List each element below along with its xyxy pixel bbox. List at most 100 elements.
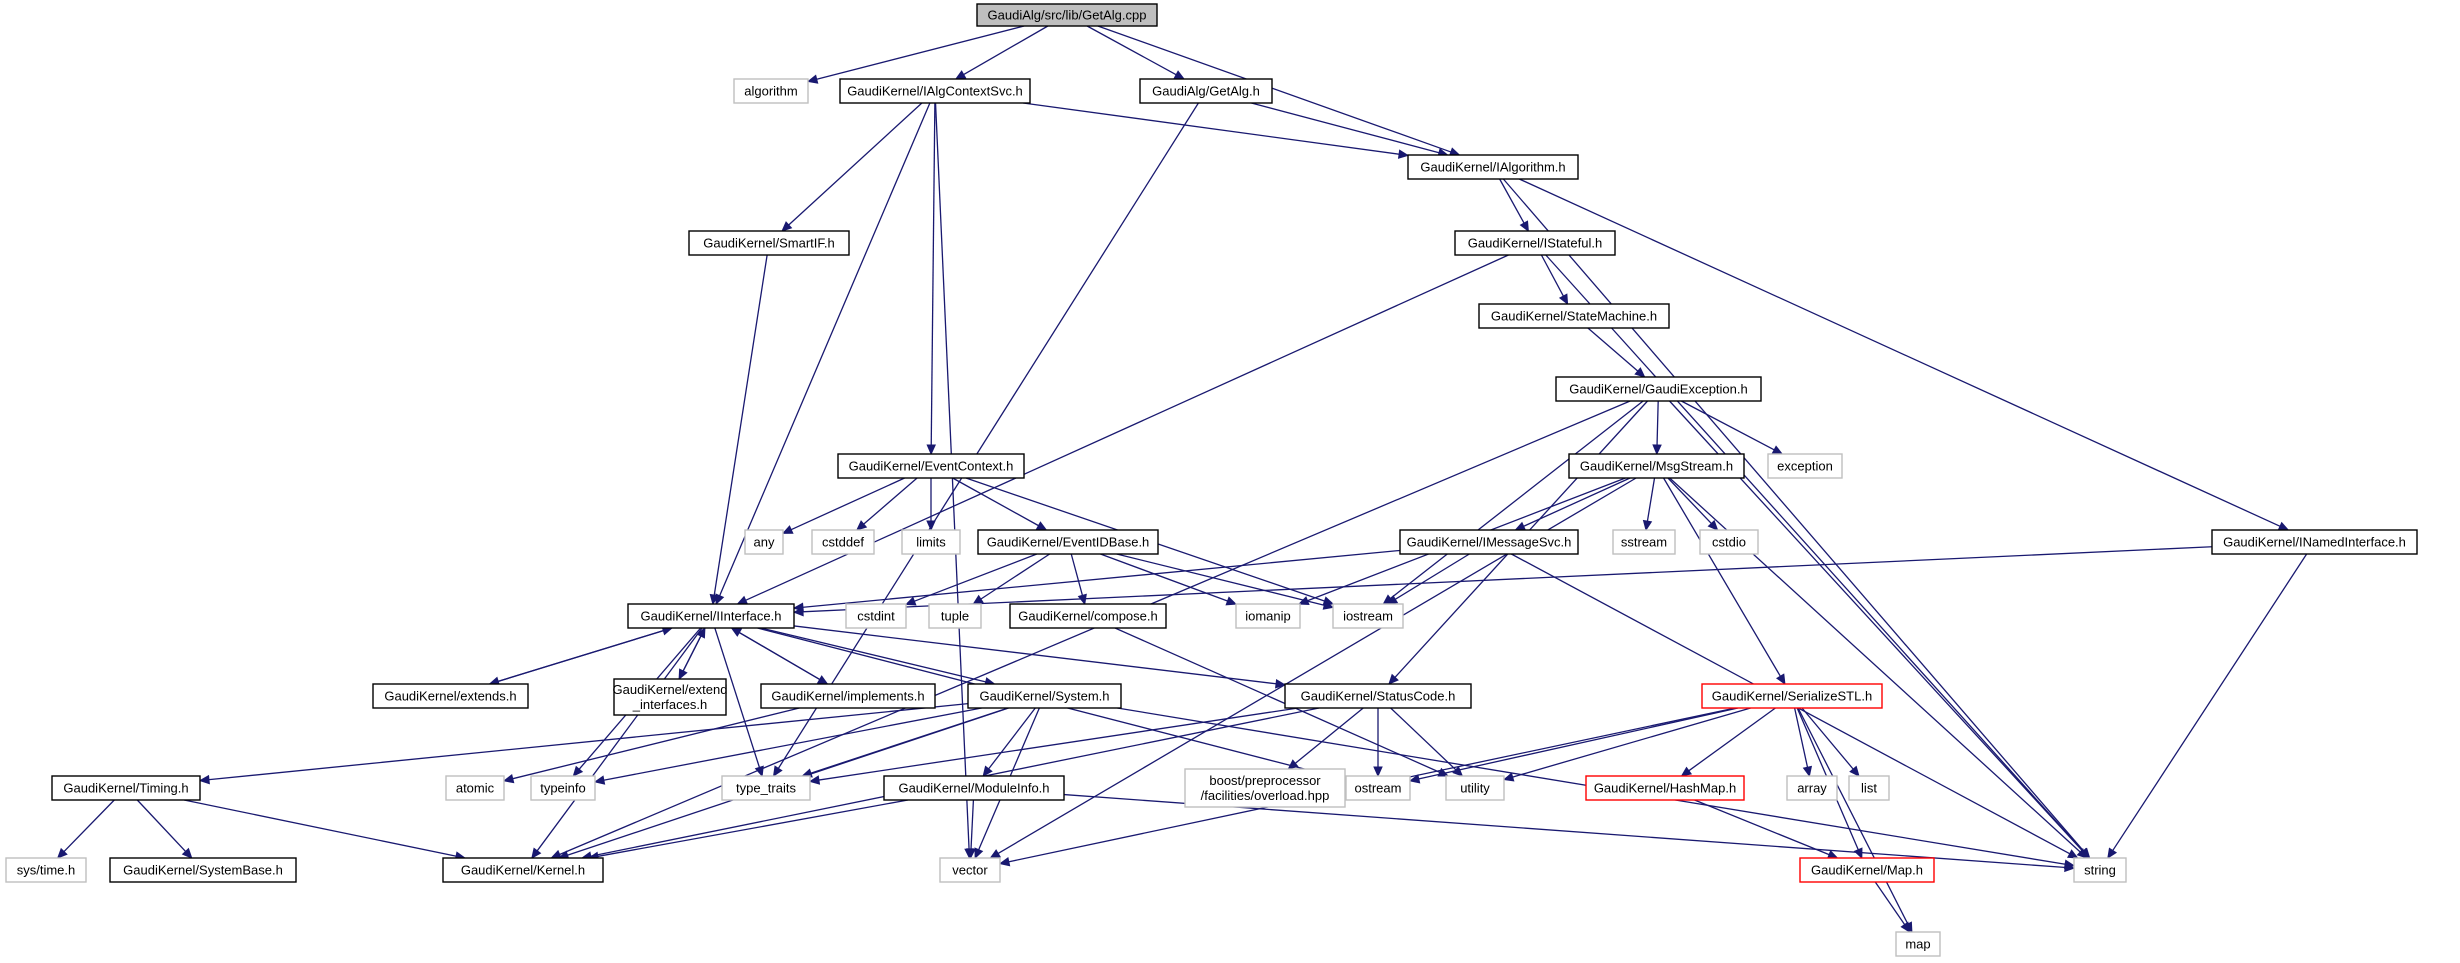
node-box: [5, 857, 87, 883]
edge-IAlgorithm-to-INamedInterface: [1519, 178, 2282, 528]
node-box: [51, 775, 201, 801]
node-label: utility: [1460, 781, 1490, 796]
node-compose[interactable]: GaudiKernel/compose.h: [1009, 603, 1167, 629]
node-box: [1407, 154, 1579, 180]
edge-IAlgContextSvc-to-SmartIF: [787, 102, 923, 227]
arrowhead-SerializeSTL-to-utility: [1502, 772, 1515, 782]
node-tuple: tuple: [928, 603, 982, 629]
node-System[interactable]: GaudiKernel/System.h: [967, 683, 1122, 709]
edge-root-to-GetAlg: [1086, 25, 1178, 76]
node-ostream: ostream: [1345, 775, 1411, 801]
node-GetAlg[interactable]: GaudiAlg/GetAlg.h: [1139, 78, 1273, 104]
node-utility: utility: [1445, 775, 1505, 801]
edge-IMessageSvc-to-iostream: [1394, 553, 1470, 601]
node-box: [627, 603, 795, 629]
node-MsgStream[interactable]: GaudiKernel/MsgStream.h: [1568, 453, 1745, 479]
node-label: tuple: [941, 609, 969, 624]
arrowhead-System-to-vector: [974, 847, 984, 860]
node-box: [976, 3, 1158, 27]
node-GaudiException[interactable]: GaudiKernel/GaudiException.h: [1555, 376, 1762, 402]
edge-IStateful-to-string: [1545, 254, 2085, 853]
node-box: [1568, 453, 1745, 479]
node-exception: exception: [1767, 453, 1843, 479]
arrowhead-IInterface-to-StatusCode: [1274, 678, 1287, 689]
edge-GaudiException-to-iostream: [1389, 400, 1644, 600]
arrowhead-MsgStream-to-cstdio: [1707, 519, 1719, 531]
node-IAlgContextSvc[interactable]: GaudiKernel/IAlgContextSvc.h: [839, 78, 1031, 104]
node-algorithm: algorithm: [733, 78, 809, 104]
node-label: any: [754, 535, 775, 550]
arrowhead-root-to-IAlgContextSvc: [954, 70, 967, 80]
edge-System-to-Timing: [207, 703, 969, 781]
node-extend_interfaces[interactable]: GaudiKernel/extend_interfaces.h: [613, 678, 728, 716]
edge-Timing-to-SystemBase: [136, 799, 187, 853]
node-SerializeSTL[interactable]: GaudiKernel/SerializeSTL.h: [1701, 683, 1883, 709]
node-label: GaudiKernel/compose.h: [1018, 609, 1157, 624]
node-label: GaudiKernel/StatusCode.h: [1301, 689, 1456, 704]
node-label: GaudiKernel/extend: [613, 682, 728, 697]
node-box: [744, 529, 784, 555]
arrowhead-StatusCode-to-ostream: [1373, 766, 1383, 778]
node-type_traits: type_traits: [721, 775, 811, 801]
node-label: GaudiAlg/GetAlg.h: [1152, 84, 1260, 99]
node-IMessageSvc[interactable]: GaudiKernel/IMessageSvc.h: [1399, 529, 1579, 555]
node-Timing[interactable]: GaudiKernel/Timing.h: [51, 775, 201, 801]
arrowhead-EventContext-to-EventIDBase: [1035, 521, 1048, 531]
node-map: map: [1895, 931, 1941, 957]
edge-Timing-to-systime: [62, 799, 115, 853]
node-string: string: [2073, 857, 2127, 883]
node-label: GaudiKernel/implements.h: [771, 689, 924, 704]
edge-Map-to-map: [1874, 881, 1906, 926]
node-label: boost/preprocessor: [1209, 773, 1321, 788]
edge-IInterface-to-type_traits: [714, 627, 761, 769]
node-IInterface[interactable]: GaudiKernel/IInterface.h: [627, 603, 795, 629]
arrowhead-EventIDBase-to-tuple: [972, 594, 984, 605]
arrowhead-MsgStream-to-vector: [989, 849, 1001, 859]
edge-GetAlg-to-type_traits: [777, 102, 1199, 770]
node-box: [530, 775, 596, 801]
edge-IAlgContextSvc-to-EventContext: [930, 102, 936, 447]
edge-SerializeSTL-to-array: [1793, 707, 1809, 769]
node-box: [1786, 775, 1838, 801]
node-box: [837, 453, 1025, 479]
node-IStateful[interactable]: GaudiKernel/IStateful.h: [1454, 230, 1616, 256]
node-EventContext[interactable]: GaudiKernel/EventContext.h: [837, 453, 1025, 479]
node-SystemBase[interactable]: GaudiKernel/SystemBase.h: [109, 857, 297, 883]
node-box: [2211, 529, 2418, 555]
node-label: sys/time.h: [17, 863, 76, 878]
node-iostream: iostream: [1332, 603, 1404, 629]
node-EventIDBase[interactable]: GaudiKernel/EventIDBase.h: [977, 529, 1159, 555]
node-label: string: [2084, 863, 2116, 878]
arrowhead-EventIDBase-to-compose: [1077, 593, 1087, 606]
edge-ModuleInfo-to-vector: [970, 799, 975, 851]
node-SmartIF[interactable]: GaudiKernel/SmartIF.h: [688, 230, 850, 256]
edge-SerializeSTL-to-list: [1801, 707, 1855, 771]
node-label: GaudiKernel/GaudiException.h: [1569, 382, 1748, 397]
node-implements[interactable]: GaudiKernel/implements.h: [760, 683, 936, 709]
edge-INamedInterface-to-IInterface: [801, 546, 2213, 613]
arrowhead-SerializeSTL-to-vector: [998, 857, 1011, 867]
arrowhead-IAlgContextSvc-to-IAlgorithm: [1397, 149, 1410, 159]
node-StateMachine[interactable]: GaudiKernel/StateMachine.h: [1478, 303, 1670, 329]
node-extends[interactable]: GaudiKernel/extends.h: [372, 683, 529, 709]
node-ModuleInfo[interactable]: GaudiKernel/ModuleInfo.h: [883, 775, 1065, 801]
node-StatusCode[interactable]: GaudiKernel/StatusCode.h: [1284, 683, 1472, 709]
edge-root-to-IAlgorithm: [1097, 25, 1453, 153]
node-Kernel[interactable]: GaudiKernel/Kernel.h: [442, 857, 604, 883]
edge-IMessageSvc-to-IInterface: [801, 549, 1401, 608]
node-Map[interactable]: GaudiKernel/Map.h: [1799, 857, 1935, 883]
edge-IStateful-to-StateMachine: [1540, 254, 1565, 298]
node-root[interactable]: GaudiAlg/src/lib/GetAlg.cpp: [976, 3, 1158, 27]
node-box: [1184, 768, 1346, 808]
node-cstddef: cstddef: [811, 529, 875, 555]
node-IAlgorithm[interactable]: GaudiKernel/IAlgorithm.h: [1407, 154, 1579, 180]
arrowhead-implements-to-IInterface: [730, 627, 743, 637]
arrowhead-EventContext-to-limits: [926, 520, 936, 532]
arrowhead-HashMap-to-Map: [1826, 850, 1839, 859]
node-HashMap[interactable]: GaudiKernel/HashMap.h: [1585, 775, 1745, 801]
edge-System-to-typeinfo: [602, 707, 982, 782]
edge-HashMap-to-Map: [1694, 799, 1831, 856]
node-INamedInterface[interactable]: GaudiKernel/INamedInterface.h: [2211, 529, 2418, 555]
